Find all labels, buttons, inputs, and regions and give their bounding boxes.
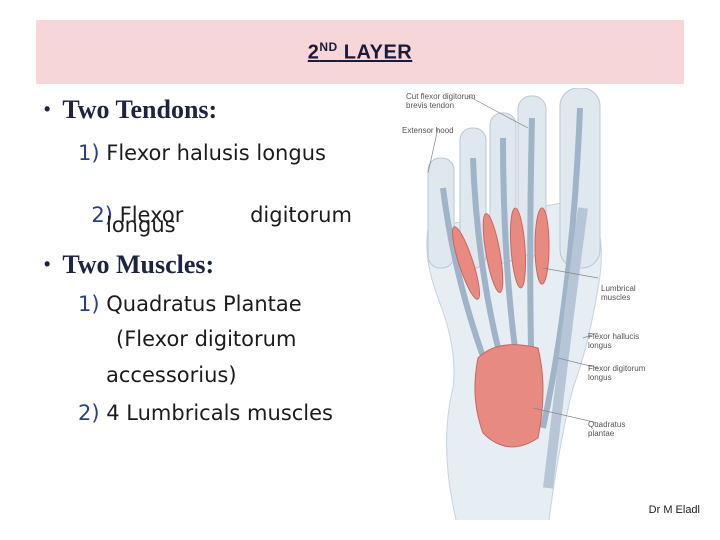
muscle-item-2: 2) 4 Lumbricals muscles [78,401,333,425]
muscle-item-1-cont1: (Flexor digitorum [116,327,297,351]
foot-anatomy-illustration: Cut flexor digitorum brevis tendon Exten… [398,87,704,529]
bullet-two-tendons: •Two Tendons: [44,95,218,124]
callout-quadratus: Quadratus plantae [588,420,626,438]
tendon-item-2: 2) Flexor digitorum [91,203,352,227]
callout-fhl: Flexor hallucis longus [588,332,640,350]
title-banner: 2ND LAYER [36,20,684,84]
author-credit: Dr M Eladl [648,504,700,516]
callout-lumbrical: Lumbrical muscles [601,284,636,302]
slide-title: 2ND LAYER [307,40,413,64]
callout-fdl: Flexor digitorum longus [588,364,646,382]
tendon-item-2-cont: longus [106,213,176,237]
callout-cut-tendon: Cut flexor digitorum brevis tendon [406,92,476,110]
muscle-item-1-cont2: accessorius) [106,363,237,387]
foot-sole-drawing [426,87,602,529]
tendon-item-1: 1) Flexor halusis longus [78,141,326,165]
bullet-two-muscles: •Two Muscles: [44,250,215,279]
callout-extensor-hood: Extensor hood [402,126,454,135]
muscle-item-1: 1) Quadratus Plantae [78,292,302,316]
